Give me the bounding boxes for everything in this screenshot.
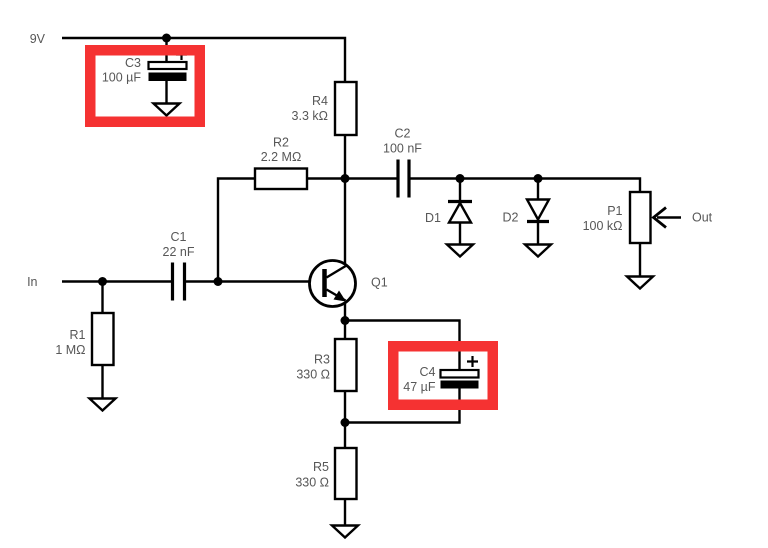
ground-icon [521,243,555,259]
label-in: In [27,275,37,289]
capacitor-plates [396,159,411,198]
diode-triangle [524,198,552,222]
label-p1-ref: P1 [607,204,622,218]
label-c2-value: 100 nF [383,142,422,156]
label-c1-value: 22 nF [163,245,195,259]
label-c3-value: 100 µF [102,71,142,85]
label-r3-value: 330 Ω [296,368,330,382]
label-c2-ref: C2 [395,127,411,141]
label-p1-value: 100 kΩ [583,219,623,233]
capacitor-plates [170,262,187,301]
capacitor-c2 [396,159,411,198]
resistor-body [333,446,358,501]
wiper-arrow-icon [651,206,667,229]
label-d1-ref: D1 [425,211,441,225]
junction-dot [340,174,350,183]
wire-r2-feedback [216,177,345,282]
junction-dot [340,316,350,325]
label-d2-ref: D2 [503,211,519,225]
ground-symbols [86,102,657,540]
collector-lead [325,264,348,279]
resistor-r4 [333,80,358,137]
resistor-body [333,80,358,137]
junction-dots [98,33,543,427]
transistor-circle [308,259,357,308]
negative-plate [440,380,479,389]
ground-icon [443,243,477,259]
resistor-r2 [253,167,309,191]
capacitor-c4 [439,356,480,389]
label-r2-value: 2.2 MΩ [261,150,302,164]
capacitor-c1 [170,262,187,301]
resistor-r1 [90,311,115,367]
plus-icon [467,356,478,367]
resistor-r5 [333,446,358,501]
highlight-box-c3 [85,45,205,127]
wire-mid-rail [345,177,642,192]
label-r4-ref: R4 [312,94,328,108]
label-r5-value: 330 Ω [295,476,329,490]
junction-dot [455,174,465,183]
ground-icon [623,275,657,291]
label-c1-ref: C1 [171,230,187,244]
ground-icon [86,397,119,413]
label-c3-ref: C3 [125,56,141,70]
junction-dot [533,174,543,183]
label-c4-value: 47 µF [403,380,436,394]
potentiometer-body [628,190,652,245]
junction-dot [98,277,107,286]
label-q1-ref: Q1 [371,276,388,290]
junction-dot [340,418,350,427]
resistor-body [253,167,309,191]
negative-plate [148,72,187,81]
resistor-r3 [333,337,358,393]
positive-plate [439,368,480,379]
label-r5-ref: R5 [313,460,329,474]
highlight-annotations [85,45,498,410]
resistor-body [90,311,115,367]
junction-dot [213,277,223,286]
diode-triangle [446,200,474,224]
ground-icon [328,524,362,540]
resistor-body [333,337,358,393]
label-9v: 9V [30,32,46,46]
label-c4-ref: C4 [420,365,436,379]
label-r2-ref: R2 [273,136,289,150]
transistor-q1 [308,259,357,308]
diode-d1 [446,199,474,224]
label-out: Out [692,211,713,225]
positive-plate [147,60,188,71]
label-r1-ref: R1 [70,328,86,342]
emitter-arrow-icon [333,290,346,302]
label-r4-value: 3.3 kΩ [292,109,328,123]
potentiometer-p1 [628,190,681,245]
label-r3-ref: R3 [314,353,330,367]
ground-icon [150,102,183,118]
wire-9v-rail [62,36,347,82]
label-r1-value: 1 MΩ [55,343,85,357]
labels: 9V In Out C3 100 µF R4 3.3 kΩ R2 2.2 MΩ … [27,32,713,490]
junction-dot [162,33,171,43]
highlight-box-c4 [388,341,498,410]
diode-d2 [524,198,552,224]
